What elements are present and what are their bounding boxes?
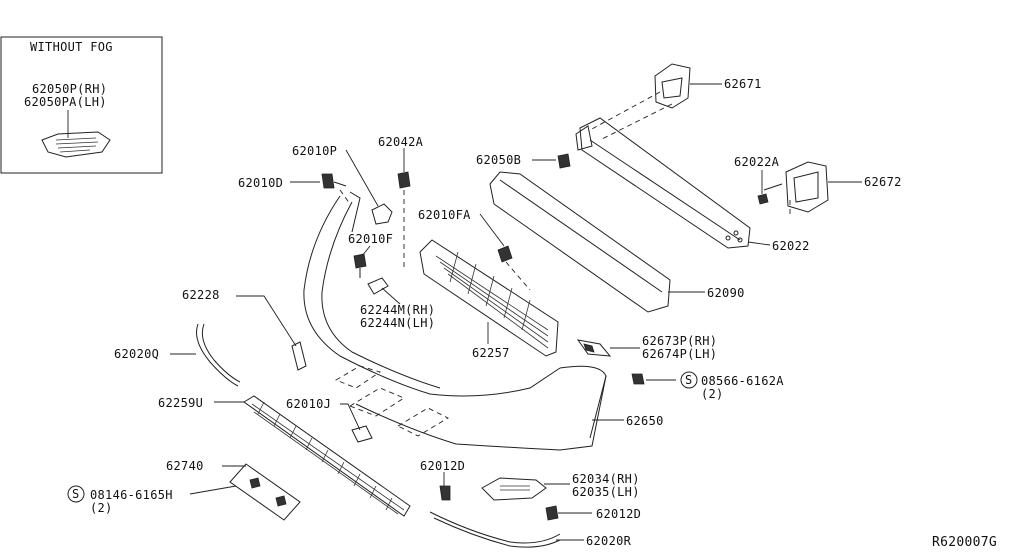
leader-62022 <box>747 241 771 246</box>
leader-62010P <box>345 149 379 207</box>
dash-62010FA <box>505 261 531 291</box>
callout-62034: 62034(RH) <box>572 472 640 486</box>
callout-62671: 62671 <box>724 77 762 91</box>
screw-08566-part <box>631 373 645 385</box>
callout-62022: 62022 <box>772 239 810 253</box>
callout-62012D-a: 62012D <box>420 459 465 473</box>
clip-62010F-part <box>353 253 367 278</box>
callout-62010J: 62010J <box>286 397 331 411</box>
screw-symbol-2-text: S <box>72 487 80 501</box>
dash-62010D <box>339 189 351 205</box>
screw-08146-part <box>189 485 237 495</box>
inset-frame <box>0 36 163 174</box>
callout-62228: 62228 <box>182 288 220 302</box>
clip-62050B-part <box>557 153 571 169</box>
callout-62244N: 62244N(LH) <box>360 316 435 330</box>
lower-grille-part <box>243 395 411 517</box>
energy-absorber-part <box>489 171 671 313</box>
screw-symbol-1-text: S <box>685 373 693 387</box>
callout-62674P: 62674P(LH) <box>642 347 717 361</box>
callout-62035: 62035(LH) <box>572 485 640 499</box>
bolt-62042A-part <box>397 171 411 189</box>
callout-62740: 62740 <box>166 459 204 473</box>
callout-62650: 62650 <box>626 414 664 428</box>
upper-grille-part <box>419 239 559 357</box>
callout-08566: 08566-6162A <box>701 374 784 388</box>
callout-62010P: 62010P <box>292 144 337 158</box>
callout-62042A: 62042A <box>378 135 424 149</box>
callout-62020Q: 62020Q <box>114 347 159 361</box>
bumper-fascia-part <box>303 191 607 451</box>
leader-62010FA <box>479 213 505 247</box>
callout-62090: 62090 <box>707 286 745 300</box>
rivet-62010D-part <box>321 173 347 189</box>
callout-62010F: 62010F <box>348 232 393 246</box>
callout-62010FA: 62010FA <box>418 208 471 222</box>
callout-62673P: 62673P(RH) <box>642 334 717 348</box>
screw-symbol-1 <box>680 371 698 389</box>
bracket-62672-part <box>785 161 829 216</box>
bracket-62740-part <box>229 463 301 521</box>
lower-dash-outline <box>334 365 449 437</box>
bumper-reinforcement-part <box>575 117 751 249</box>
callout-62022A: 62022A <box>734 155 780 169</box>
clip-62010P-part <box>371 203 393 225</box>
leader-62010J <box>340 403 361 431</box>
callout-08146-qty: (2) <box>90 501 113 515</box>
screw-symbol-2 <box>67 485 85 503</box>
moulding-62020Q-part <box>196 323 241 387</box>
screw-62012D-a-part <box>439 485 451 501</box>
callout-08566-qty: (2) <box>701 387 724 401</box>
callout-62050B: 62050B <box>476 153 521 167</box>
clip-62010J-part <box>351 425 373 443</box>
bracket-62244-part <box>367 277 389 295</box>
callout-62012D-b: 62012D <box>596 507 641 521</box>
bracket-62671-part <box>589 63 691 141</box>
leader-62010F <box>361 245 371 257</box>
callout-62010D: 62010D <box>238 176 283 190</box>
bracket-62228-part <box>291 341 307 371</box>
leader-62244 <box>381 287 401 305</box>
clip-62010FA-part <box>497 245 513 263</box>
screw-62012D-b-part <box>545 505 559 521</box>
callout-62257: 62257 <box>472 346 510 360</box>
callout-62259U: 62259U <box>158 396 203 410</box>
inset-title: WITHOUT FOG <box>30 40 113 54</box>
leader-62228 <box>236 295 297 347</box>
moulding-62020R-part <box>429 511 561 548</box>
diagram-code: R620007G <box>932 535 997 550</box>
fog-cover-62034-part <box>481 477 547 501</box>
inset-label-lh: 62050PA(LH) <box>24 95 107 109</box>
callout-08146: 08146-6165H <box>90 488 173 502</box>
bracket-62673P-part <box>576 339 612 357</box>
inset-label-rh: 62050P(RH) <box>32 82 107 96</box>
fog-cover-part <box>41 131 111 158</box>
callout-62020R: 62020R <box>586 534 632 548</box>
bolt-62022A-part <box>757 183 783 205</box>
callout-62672: 62672 <box>864 175 902 189</box>
callout-62244M: 62244M(RH) <box>360 303 435 317</box>
